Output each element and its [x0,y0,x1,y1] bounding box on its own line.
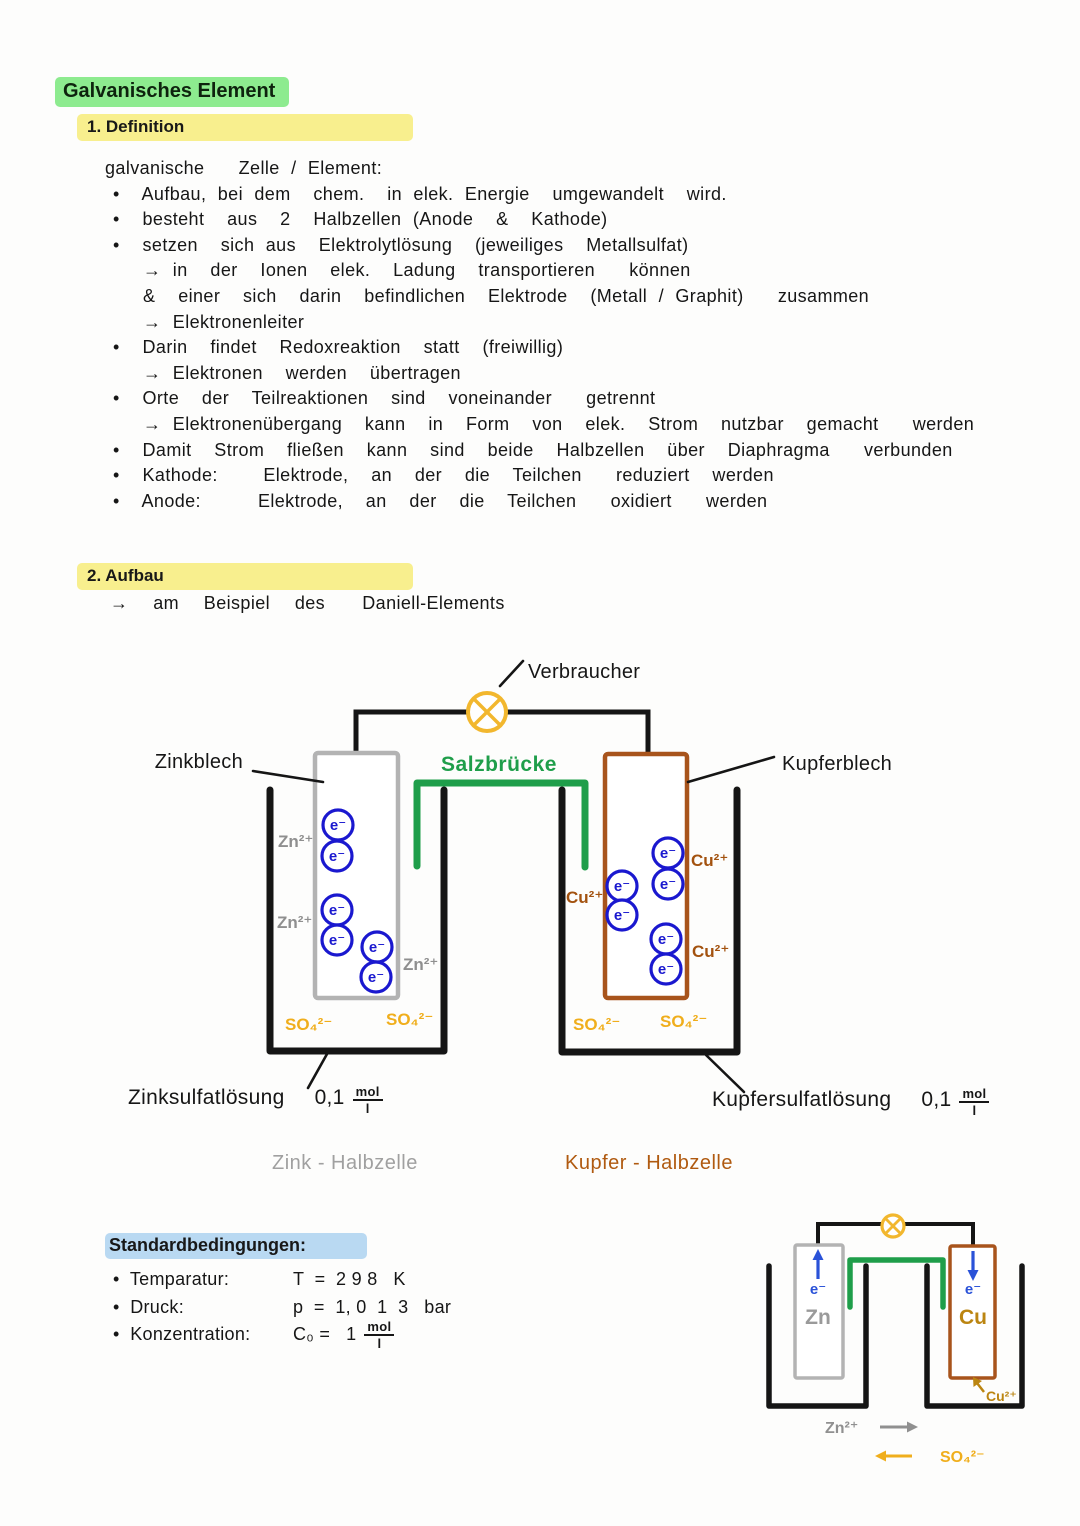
zinc-solution-label: Zinksulfatlösung [128,1086,285,1109]
beaker-left [766,1263,869,1409]
electron-icon: e⁻ [330,817,346,834]
zinkblech-leader-line [251,769,325,784]
verbraucher-label: Verbraucher [528,661,640,683]
definition-line: • besteht aus 2 Halbzellen (Anode & Kath… [113,209,608,230]
condition-row-pressure: • Druck: p = 1, 0 1 3 bar [113,1296,452,1317]
sulfate-ion-label: SO₄²⁻ [573,1015,620,1034]
copper-metal-label: Cu [959,1306,987,1329]
copper-ion-label: Cu²⁺ [692,942,729,961]
section-heading-aufbau: 2. Aufbau [77,563,413,590]
sulfate-ion-flow-label: SO₄²⁻ [940,1449,985,1466]
section-heading-definition: 1. Definition [77,114,413,141]
zinc-solution-leader-line [306,1052,329,1090]
electron-icon: e⁻ [329,848,345,865]
definition-line: • Darin findet Redoxreaktion statt (frei… [113,337,564,358]
copper-solution-leader-line [704,1053,746,1094]
lamp-icon [466,691,508,733]
definition-line: • Kathode: Elektrode, an der die Teilche… [113,465,774,486]
beaker-left [266,786,448,1055]
electron-icon: e⁻ [329,902,345,919]
copper-ion-label: Cu²⁺ [691,851,728,870]
wire-right [503,709,651,759]
daniell-element-diagram: Verbraucher Salzbrücke Zinkblech Kupferb… [155,659,892,1094]
zinc-ion-label: Zn²⁺ [403,955,438,974]
electron-icon: e⁻ [368,969,384,986]
zinc-electrode [312,750,401,1001]
salt-bridge [847,1257,946,1310]
definition-line: & einer sich darin befindlichen Elektrod… [143,285,870,306]
sulfate-ion-label: SO₄²⁻ [285,1015,332,1034]
standard-conditions-heading: Standardbedingungen: [105,1233,367,1259]
copper-solution-concentration: 0,1 [921,1088,952,1111]
definition-line: galvanische Zelle / Element: [105,158,383,178]
zinc-electrode [793,1243,845,1380]
verbraucher-leader-line [498,659,525,688]
definition-line: • setzen sich aus Elektrolytlösung (jewe… [113,234,689,255]
wire-left [353,709,471,759]
electron-icon: e⁻ [329,932,345,949]
electron-label: e⁻ [810,1281,826,1298]
definition-line: • Anode: Elektrode, an der die Teilchen … [113,490,768,511]
definition-text: galvanische Zelle / Element: • Aufbau, b… [103,156,1063,514]
definition-line: • Orte der Teilreaktionen sind voneinand… [113,388,656,409]
copper-ion-deposit-arrow [973,1377,985,1393]
definition-line: → in der Ionen elek. Ladung transportier… [143,260,691,281]
mini-cell-diagram: e⁻ Zn e⁻ Cu Cu²⁺ Zn²⁺ SO₄²⁻ [766,1213,1025,1466]
electron-icon: e⁻ [369,939,385,956]
kupferblech-leader-line [686,755,776,784]
electron-icon: e⁻ [660,845,676,862]
electron-label: e⁻ [965,1281,981,1298]
copper-electrode [948,1244,997,1380]
electron-icon: e⁻ [658,961,674,978]
lamp-icon [880,1213,906,1239]
standard-conditions-list: • Temparatur: T = 2 9 8 K • Druck: p = 1… [113,1266,593,1351]
copper-solution-label: Kupfersulfatlösung [712,1088,892,1111]
copper-ion-label: Cu²⁺ [566,888,603,907]
definition-line: • Aufbau, bei dem chem. in elek. Energie… [113,183,727,204]
zinc-ion-label: Zn²⁺ [278,832,313,851]
zinc-metal-label: Zn [805,1306,831,1329]
electron-icon: e⁻ [614,878,630,895]
electron-icons-zinc: e⁻ e⁻ e⁻ e⁻ e⁻ e⁻ [320,808,394,994]
kupferblech-label: Kupferblech [782,753,892,775]
wire-right [902,1222,975,1250]
electron-icon: e⁻ [660,876,676,893]
zinc-half-cell-label: Zink - Halbzelle [272,1152,418,1174]
condition-row-temperature: • Temparatur: T = 2 9 8 K [113,1269,406,1289]
copper-half-cell-label: Kupfer - Halbzelle [565,1152,733,1174]
definition-line: → Elektronenleiter [143,311,305,332]
zinkblech-label: Zinkblech [155,751,243,773]
salt-bridge [413,779,589,871]
zinc-ion-right-arrow [880,1421,918,1433]
electron-icons-copper: e⁻ e⁻ e⁻ e⁻ e⁻ e⁻ [605,836,685,986]
electron-icon: e⁻ [658,931,674,948]
zinc-ion-label: Zn²⁺ [277,913,312,932]
aufbau-subtitle: → am Beispiel des Daniell-Elements [110,593,505,613]
sulfate-ion-label: SO₄²⁻ [386,1010,433,1029]
definition-line: → Elektronenübergang kann in Form von el… [143,413,975,434]
zinc-ion-flow-label: Zn²⁺ [825,1420,858,1437]
electron-icon: e⁻ [614,907,630,924]
electron-down-arrow [967,1251,979,1281]
salt-bridge-label: Salzbrücke [441,753,557,776]
sulfate-left-arrow [875,1450,912,1462]
beaker-right [558,786,741,1056]
wire-left [816,1222,884,1250]
electron-up-arrow [812,1249,824,1279]
zinc-solution-concentration: 0,1 [314,1086,345,1109]
beaker-right [924,1263,1025,1409]
definition-line: • Damit Strom fließen kann sind beide Ha… [113,439,953,460]
page-title: Galvanisches Element [55,77,290,107]
copper-ion-label: Cu²⁺ [986,1388,1017,1404]
definition-line: → Elektronen werden übertragen [143,362,461,383]
sulfate-ion-label: SO₄²⁻ [660,1012,707,1031]
